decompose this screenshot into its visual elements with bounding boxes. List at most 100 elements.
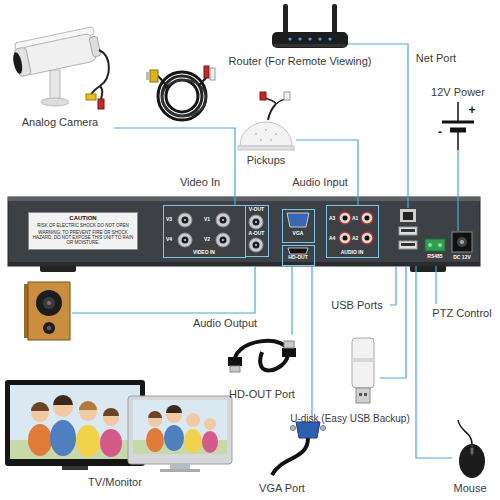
monitor-picture	[166, 405, 182, 413]
power-symbol	[457, 102, 459, 122]
monitor-picture	[50, 420, 76, 456]
bnc-connector	[182, 217, 189, 224]
pickup-microphone-picture	[260, 92, 266, 100]
pickup-microphone-picture	[255, 133, 257, 135]
port-callout: Audio Input	[292, 176, 348, 189]
bnc-connector	[222, 219, 224, 221]
pickup-microphone-picture	[238, 146, 294, 150]
hdmi-cable-picture	[228, 341, 296, 372]
bnc-connector	[220, 217, 227, 224]
dvr-panel	[8, 197, 480, 272]
rca-jack	[361, 232, 373, 244]
leader-line	[114, 128, 235, 205]
channel-label: A1	[352, 216, 358, 222]
monitor-picture	[31, 402, 49, 411]
analog-camera-picture	[41, 98, 69, 106]
monitor-picture	[202, 431, 218, 453]
cable-coil-picture	[158, 76, 168, 88]
power-symbol	[442, 121, 474, 124]
usb-socket	[399, 241, 417, 249]
pickup-microphone-picture	[284, 92, 290, 100]
polarity-sign: -	[438, 125, 442, 139]
port-label: DC 12V	[453, 254, 471, 260]
monitor-picture	[103, 408, 119, 416]
rca-jack	[365, 216, 370, 221]
bnc-connector	[249, 238, 263, 252]
hdmi-cable-picture	[284, 341, 294, 348]
vga-cable-picture	[272, 438, 308, 475]
rca-jack	[361, 212, 373, 224]
caution-heading: CAUTION	[31, 215, 135, 222]
cable-coil-picture	[158, 72, 206, 120]
rca-jack	[343, 236, 348, 241]
channel-label: V3	[166, 217, 172, 223]
polarity-sign: +	[468, 103, 475, 117]
speaker-picture	[36, 290, 62, 316]
port-callout: USB Ports	[331, 299, 382, 312]
cable-coil-picture	[198, 78, 206, 86]
output-group: V-OUTA-OUT	[245, 205, 269, 257]
leader-line	[72, 266, 255, 313]
channel-label: V1	[204, 217, 210, 223]
cable-coil-picture	[146, 72, 150, 80]
monitor-picture	[164, 425, 184, 451]
speaker-picture	[43, 322, 55, 334]
cable-coil-picture	[146, 66, 215, 120]
bnc-connector	[216, 213, 230, 227]
dvr-panel	[8, 197, 480, 266]
leader-line	[311, 266, 312, 420]
monitor-picture	[186, 413, 200, 427]
monitor-picture	[53, 395, 73, 405]
analog-camera-picture	[10, 26, 109, 109]
monitor-picture	[184, 429, 202, 453]
warning-text: WARNING: TO PREVENT FIRE OR SHOCK HAZARD…	[32, 230, 134, 246]
network-socket	[400, 209, 416, 222]
bnc-connector	[253, 242, 260, 249]
port-callout: HD-OUT Port	[229, 388, 295, 401]
usb-disk-picture	[356, 388, 370, 403]
caution-label: CAUTIONRISK OF ELECTRIC SHOCK DO NOT OPE…	[28, 212, 138, 250]
router-picture	[272, 32, 348, 48]
usb-disk-picture	[352, 338, 374, 388]
device-label: Mouse	[453, 482, 486, 495]
dc-jack	[457, 237, 467, 247]
dvr-panel	[8, 197, 480, 201]
device-label: TV/Monitor	[88, 476, 142, 489]
channel-label: A3	[329, 216, 335, 222]
leader-line	[296, 140, 358, 205]
router-picture	[288, 37, 291, 40]
vga-cable-picture	[291, 426, 296, 431]
pickup-microphone-picture	[275, 133, 277, 135]
router-picture	[308, 37, 311, 40]
hdmi-cable-picture	[228, 357, 242, 366]
pickup-microphone-picture	[260, 139, 262, 141]
pickup-microphone-picture	[238, 92, 294, 150]
bnc-connector	[182, 237, 189, 244]
port-label: RS485	[427, 253, 442, 259]
terminal-block	[438, 243, 442, 247]
bnc-connector	[222, 239, 224, 241]
port-label: A-OUT	[246, 231, 267, 237]
router-picture	[283, 4, 288, 36]
pickup-microphone-picture	[240, 122, 292, 146]
leader-line	[457, 150, 458, 231]
port-label: VGA	[283, 231, 313, 237]
monitor-picture	[170, 464, 190, 469]
analog-camera-picture	[50, 70, 60, 100]
speaker-picture	[28, 282, 70, 340]
leader-line	[435, 266, 436, 304]
speaker-picture	[43, 297, 55, 309]
rca-jack	[339, 212, 351, 224]
bnc-connector	[220, 237, 227, 244]
monitor-picture	[100, 429, 122, 457]
channel-label: V2	[204, 237, 210, 243]
channel-label: A4	[329, 236, 335, 242]
vga-socket	[287, 213, 309, 227]
device-label: U-disk (Easy USB Backup)	[290, 413, 409, 425]
speaker-picture	[47, 301, 51, 305]
video-input-group: V3V1V4V2VIDEO IN	[163, 205, 246, 258]
